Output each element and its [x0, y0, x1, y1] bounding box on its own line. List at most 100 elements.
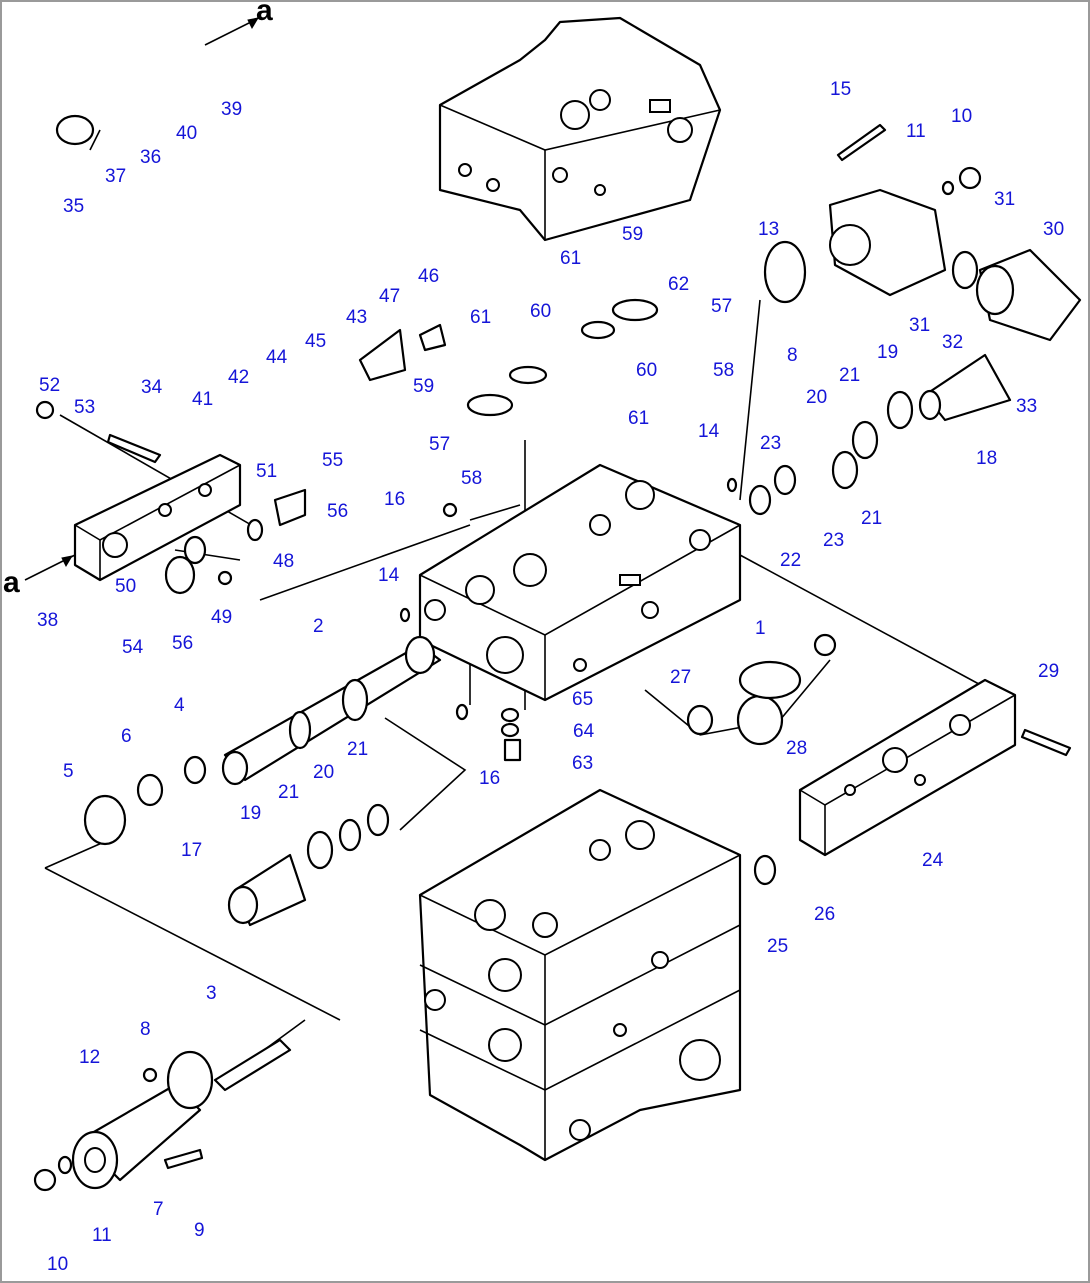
callout-48: 48: [273, 551, 294, 572]
callout-31-lower: 31: [909, 315, 930, 336]
callout-10-upper: 10: [951, 106, 972, 127]
callout-46: 46: [418, 266, 439, 287]
callout-28: 28: [786, 738, 807, 759]
callout-16-lower: 16: [479, 768, 500, 789]
callout-59-left: 59: [413, 376, 434, 397]
callout-58-left: 58: [461, 468, 482, 489]
callout-11-upper: 11: [906, 121, 926, 142]
callout-10-lower: 10: [47, 1254, 68, 1275]
callout-58-right: 58: [713, 360, 734, 381]
callout-34: 34: [141, 377, 163, 398]
callout-14-right: 14: [698, 421, 720, 442]
callout-31-upper: 31: [994, 189, 1015, 210]
callout-14-left: 14: [378, 565, 400, 586]
side-cover-plate: [798, 678, 1017, 857]
callout-27: 27: [670, 667, 691, 688]
callout-21-upper-a: 21: [839, 365, 860, 386]
callout-19-upper: 19: [877, 342, 898, 363]
callout-43: 43: [346, 307, 367, 328]
callout-51: 51: [256, 461, 277, 482]
callout-30: 30: [1043, 219, 1064, 240]
callout-54: 54: [122, 637, 144, 658]
callout-7: 7: [153, 1199, 164, 1220]
callout-55: 55: [322, 450, 343, 471]
callout-15: 15: [830, 79, 851, 100]
callout-33: 33: [1016, 396, 1037, 417]
callout-38: 38: [37, 610, 58, 631]
callout-49: 49: [211, 607, 232, 628]
left-end-cover: [73, 453, 242, 582]
callout-64: 64: [573, 721, 595, 742]
callout-22: 22: [780, 550, 801, 571]
callout-1: 1: [755, 618, 766, 639]
callout-25: 25: [767, 936, 788, 957]
callout-56-lower: 56: [172, 633, 193, 654]
callout-63: 63: [572, 753, 593, 774]
solenoid-valve-upper: [828, 188, 947, 297]
solenoid-lower: [71, 1083, 202, 1190]
callout-57-right: 57: [711, 296, 732, 317]
callout-17: 17: [181, 840, 202, 861]
callout-61-bottom: 61: [628, 408, 649, 429]
callout-23-a: 23: [760, 433, 781, 454]
callout-2: 2: [313, 616, 324, 637]
lower-stacked-blocks: [418, 788, 742, 1162]
callout-13: 13: [758, 219, 779, 240]
callout-62: 62: [668, 274, 689, 295]
callout-29: 29: [1038, 661, 1059, 682]
callout-26: 26: [814, 904, 835, 925]
callout-36: 36: [140, 147, 161, 168]
callout-61-top: 61: [560, 248, 581, 269]
callout-39: 39: [221, 99, 242, 120]
callout-42: 42: [228, 367, 249, 388]
callout-41: 41: [192, 389, 213, 410]
callout-52: 52: [39, 375, 60, 396]
callout-9: 9: [194, 1220, 205, 1241]
reference-mark-a-left: a: [3, 566, 20, 599]
callout-50: 50: [115, 576, 136, 597]
callout-47: 47: [379, 286, 400, 307]
callout-4: 4: [174, 695, 185, 716]
reference-marks: a a: [3, 0, 273, 599]
callout-45: 45: [305, 331, 326, 352]
callout-11-lower: 11: [92, 1225, 112, 1246]
callout-35: 35: [63, 196, 84, 217]
callout-23-b: 23: [823, 530, 844, 551]
callout-24: 24: [922, 850, 944, 871]
callout-12: 12: [79, 1047, 100, 1068]
callout-8-upper: 8: [787, 345, 798, 366]
reference-mark-a-top: a: [256, 0, 273, 27]
relief-valves: [227, 353, 1012, 927]
callout-37: 37: [105, 166, 126, 187]
callout-21-upper-b: 21: [861, 508, 882, 529]
upper-cover-block: [438, 16, 722, 242]
callout-59-right: 59: [622, 224, 643, 245]
callout-6: 6: [121, 726, 132, 747]
callout-60-right: 60: [636, 360, 657, 381]
callout-20-upper: 20: [806, 387, 827, 408]
callout-5: 5: [63, 761, 74, 782]
callout-16-upper: 16: [384, 489, 405, 510]
callout-57-left: 57: [429, 434, 450, 455]
callout-40: 40: [176, 123, 197, 144]
callout-8-lower: 8: [140, 1019, 151, 1040]
callout-61-left: 61: [470, 307, 491, 328]
callout-18: 18: [976, 448, 997, 469]
callout-32: 32: [942, 332, 963, 353]
callout-53: 53: [74, 397, 95, 418]
callout-56-upper: 56: [327, 501, 348, 522]
callout-20-lower: 20: [313, 762, 334, 783]
spool: [221, 635, 442, 786]
callout-19-lower: 19: [240, 803, 261, 824]
callout-21-lower-a: 21: [278, 782, 299, 803]
callout-21-lower-b: 21: [347, 739, 368, 760]
small-parts: [33, 114, 1072, 1192]
solenoid-upper: [975, 248, 1082, 342]
callout-60-left: 60: [530, 301, 551, 322]
callout-3: 3: [206, 983, 217, 1004]
callout-labels: 1 2 3 4 5 6 7 8 8 9 10 10 11 11 12 13 14…: [37, 79, 1064, 1275]
callout-65: 65: [572, 689, 593, 710]
main-valve-block: [418, 463, 742, 702]
